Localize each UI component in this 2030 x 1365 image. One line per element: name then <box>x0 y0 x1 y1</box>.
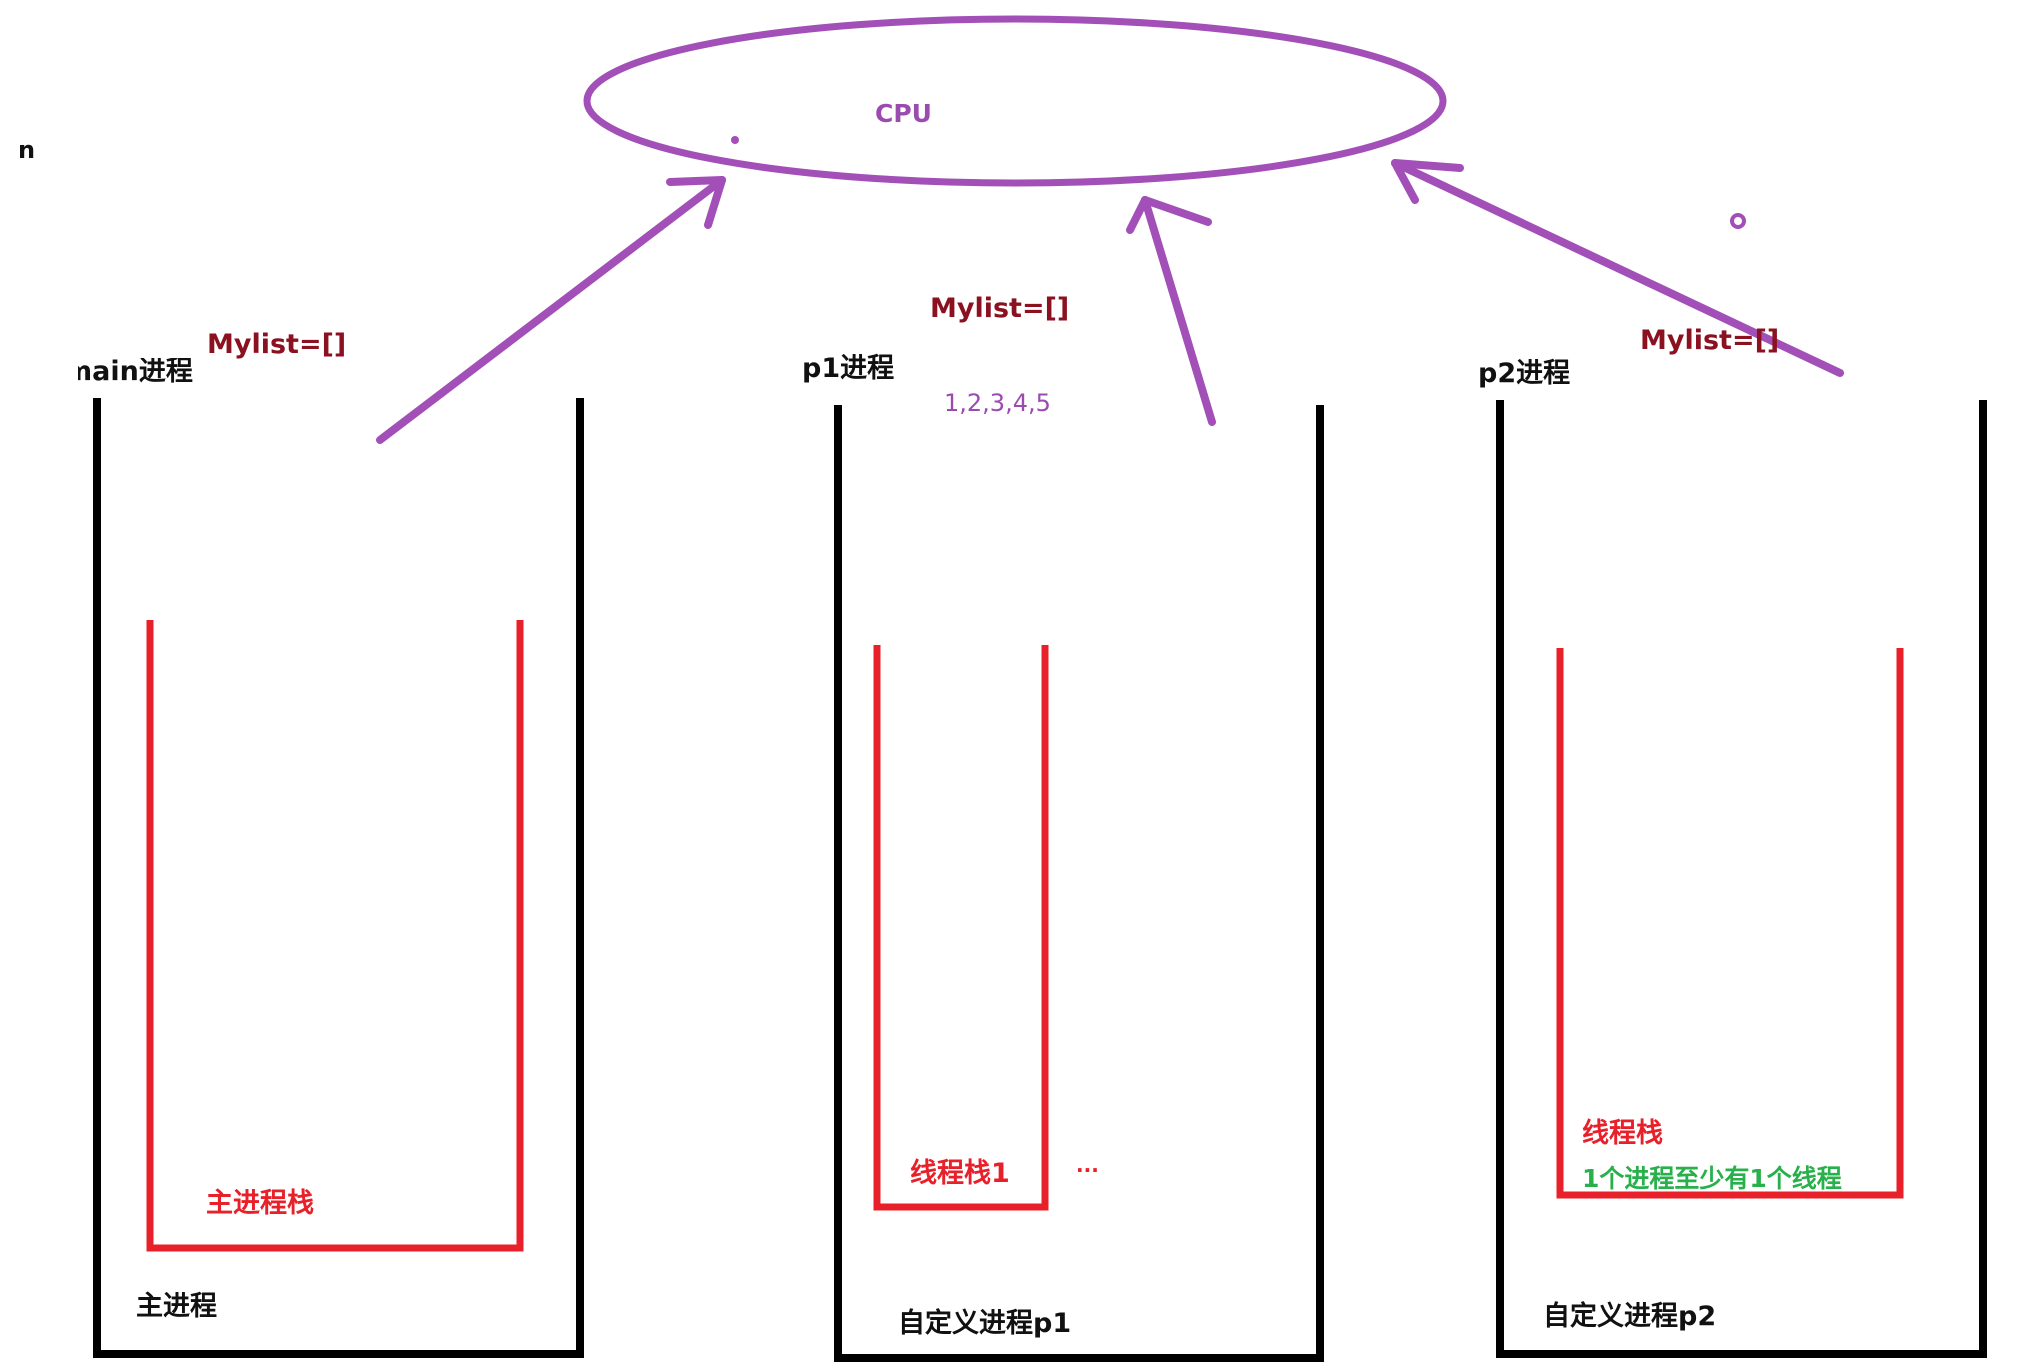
arrow-main-to-cpu <box>376 176 726 444</box>
small-circle-mark <box>1730 213 1746 229</box>
p2-process-container <box>1496 400 1987 1358</box>
main-stack-label: 主进程栈 <box>206 1188 314 1219</box>
arrow-p2-to-cpu <box>1391 159 1844 377</box>
p2-thread-stack-label: 线程栈 <box>1582 1118 1663 1149</box>
p2-thread-note: 1个进程至少有1个线程 <box>1582 1164 1842 1193</box>
main-process-bottom-label: 主进程 <box>136 1291 217 1322</box>
p1-process-bottom-label: 自定义进程p1 <box>898 1308 1072 1339</box>
cpu-label: CPU <box>875 99 932 128</box>
main-process-title: main进程 <box>64 356 193 387</box>
p2-process-bottom-label: 自定义进程p2 <box>1543 1301 1717 1332</box>
p2-thread-stack-container <box>1556 648 1904 1199</box>
cpu-ellipse <box>583 15 1447 187</box>
arrow-p1-to-cpu <box>1126 196 1216 426</box>
p1-list-label: Mylist=[] <box>930 293 1070 324</box>
p1-more-indicator: ... <box>1076 1153 1099 1177</box>
p2-process-title: p2进程 <box>1478 358 1571 389</box>
main-list-label: Mylist=[] <box>207 329 347 360</box>
main-stack-container <box>146 620 524 1252</box>
p2-list-label: Mylist=[] <box>1640 325 1780 356</box>
p1-thread-stack-container <box>873 645 1049 1211</box>
p1-thread-stack-label: 线程栈1 <box>910 1158 1010 1189</box>
p1-process-title: p1进程 <box>802 353 895 384</box>
cpu-dot-mark <box>731 136 739 144</box>
p1-process-container <box>834 405 1324 1362</box>
stray-text: n <box>18 136 36 164</box>
p1-values-label: 1,2,3,4,5 <box>944 389 1051 417</box>
main-process-container <box>93 398 584 1358</box>
